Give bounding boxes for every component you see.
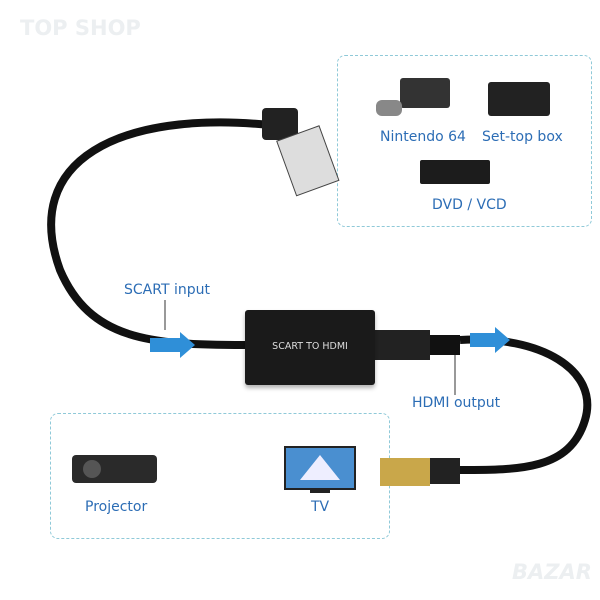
hdmi-plug-display [380,458,430,486]
label-set-top-box: Set-top box [482,129,563,145]
scart-cable [47,118,271,349]
label-scart-input: SCART input [124,282,210,298]
scart-plug-head [262,108,298,140]
label-projector: Projector [85,499,148,515]
output-arrow-icon [470,327,510,353]
watermark-bazar: BAZAR [512,560,592,584]
label-tv: TV [311,499,330,515]
scart-connector [276,125,340,197]
input-arrow-icon [150,332,195,358]
dvd-player-icon [420,160,490,184]
n64-console-icon [376,78,450,116]
watermark-top-shop: TOP SHOP [20,16,141,40]
label-hdmi-output: HDMI output [412,395,501,411]
hdmi-plug-output [375,330,430,360]
converter-label: SCART TO HDMI [272,341,348,352]
label-nintendo-64: Nintendo 64 [380,129,466,145]
scart-to-hdmi-converter: SCART TO HDMI [245,310,375,385]
hdmi-cable [459,335,592,474]
source-devices-box [337,55,592,227]
projector-icon [72,455,157,483]
settop-box-icon [488,82,550,116]
tv-icon [284,446,356,493]
label-dvd-vcd: DVD / VCD [432,197,507,213]
